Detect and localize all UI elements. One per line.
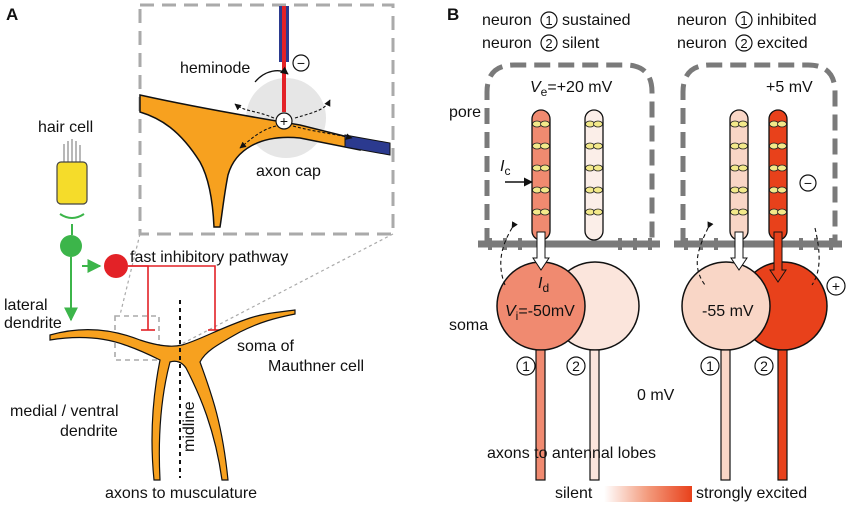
axons-musculature-label: axons to musculature xyxy=(105,485,257,502)
panel-b-letter: B xyxy=(447,5,459,24)
inset-current-arrows xyxy=(234,99,353,149)
hair-cell-synapse xyxy=(59,213,85,219)
left-axon-1 xyxy=(535,349,546,481)
left-dendrite-1 xyxy=(531,109,551,241)
ve-label: Ve=+20 mV xyxy=(530,79,613,99)
right-plus-circle xyxy=(826,276,846,296)
pore-label: pore xyxy=(449,104,481,121)
svg-text:neuron: neuron xyxy=(482,35,532,52)
svg-text:2: 2 xyxy=(545,36,552,51)
id-arrow-right-2 xyxy=(769,231,787,283)
ic-label: Ic xyxy=(500,158,510,178)
svg-text:neuron: neuron xyxy=(482,12,532,29)
fast-inhibitory-label: fast inhibitory pathway xyxy=(130,249,288,266)
axon-cap-label: axon cap xyxy=(256,163,321,180)
axon-plus: + xyxy=(280,113,288,129)
midline-label: midline xyxy=(181,401,198,452)
myelin-sheath xyxy=(344,134,391,156)
left-axon-2 xyxy=(589,349,600,481)
left-dendrite-2 xyxy=(584,109,604,241)
medial-label-1: medial / ventral xyxy=(10,403,119,420)
id-arrow-left xyxy=(532,231,550,271)
hair-cell-label: hair cell xyxy=(38,119,93,136)
right-minus-circle xyxy=(799,174,817,192)
left-header: neuron 1 sustained neuron 2 silent xyxy=(482,11,631,52)
svg-text:1: 1 xyxy=(522,358,530,374)
legend-gradient xyxy=(604,486,692,502)
right-axon-2 xyxy=(777,349,788,481)
panel-a-letter: A xyxy=(6,5,18,24)
left-sensillum-wall xyxy=(484,62,655,244)
soma-of-label-1: soma of xyxy=(237,338,294,355)
electrode-tip xyxy=(282,6,286,112)
inset-axon xyxy=(139,94,361,228)
svg-text:2: 2 xyxy=(760,358,768,374)
lateral-label-2: dendrite xyxy=(4,315,62,332)
legend-low-label: silent xyxy=(555,485,593,502)
svg-text:1: 1 xyxy=(740,13,747,28)
lateral-label-1: lateral xyxy=(4,297,48,314)
heminode-arrow xyxy=(254,66,289,83)
neuron-number-labels: 1 2 1 2 xyxy=(516,356,774,376)
svg-text:2: 2 xyxy=(572,358,580,374)
soma-of-label-2: Mauthner cell xyxy=(268,358,364,375)
heminode-label: heminode xyxy=(180,60,250,77)
svg-text:neuron: neuron xyxy=(677,12,727,29)
medial-label-2: dendrite xyxy=(60,423,118,440)
right-plus: + xyxy=(832,278,840,294)
right-dendrite-1 xyxy=(729,109,749,241)
hair-bundle xyxy=(63,139,81,162)
svg-text:inhibited: inhibited xyxy=(757,12,817,29)
svg-text:excited: excited xyxy=(757,35,808,52)
right-minus: − xyxy=(804,175,812,191)
svg-text:sustained: sustained xyxy=(562,12,631,29)
inhibitory-interneuron xyxy=(104,254,128,278)
right-sensillum-wall xyxy=(680,62,838,244)
right-axon-1 xyxy=(720,349,731,481)
vi-label: Vi=-50mV xyxy=(505,303,575,323)
svg-text:2: 2 xyxy=(740,36,747,51)
inhibitory-projections xyxy=(128,265,222,331)
zero-mv-label: 0 mV xyxy=(637,387,675,404)
right-header: neuron 1 inhibited neuron 2 excited xyxy=(677,11,817,52)
zoom-line-left xyxy=(119,233,141,316)
svg-text:1: 1 xyxy=(545,13,552,28)
id-label: Id xyxy=(538,275,549,295)
svg-text:1: 1 xyxy=(706,358,714,374)
axons-antennal-label: axons to antennal lobes xyxy=(487,445,656,462)
hair-cell-body xyxy=(56,161,88,205)
heminode-minus-circle xyxy=(292,54,310,72)
svg-text:silent: silent xyxy=(562,35,600,52)
right-dendrite-2 xyxy=(768,109,788,241)
soma-label: soma xyxy=(449,317,488,334)
axon-plus-circle xyxy=(275,112,293,130)
right-soma-value: -55 mV xyxy=(702,303,754,320)
id-arrow-right-1 xyxy=(730,231,748,271)
right-ve-label: +5 mV xyxy=(766,79,813,96)
inset-box xyxy=(138,3,395,236)
extracellular-currents xyxy=(500,221,820,286)
legend-high-label: strongly excited xyxy=(696,485,807,502)
afferent-neuron xyxy=(60,235,82,257)
heminode-minus: − xyxy=(297,55,305,71)
mauthner-cells xyxy=(49,309,296,481)
svg-text:neuron: neuron xyxy=(677,35,727,52)
